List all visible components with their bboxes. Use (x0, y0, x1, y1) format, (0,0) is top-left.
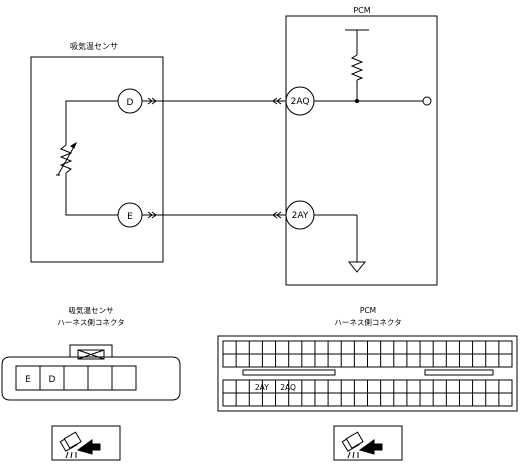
sensor-pin-e-label: E (127, 212, 133, 222)
pcm-connector-cells (223, 341, 512, 406)
sensor-title: 吸気温センサ (70, 41, 118, 51)
pcm-connector-label-2aq: 2AQ (280, 383, 296, 392)
thermistor-symbol (56, 100, 118, 216)
sensor-connector-cell-e: E (25, 375, 31, 385)
sensor-harness-connector (1, 344, 181, 401)
pcm-internal-circuit (314, 29, 432, 273)
connector-view-icon-right (333, 425, 403, 461)
pcm-pin-2aq-label: 2AQ (291, 97, 310, 107)
sensor-connector-subtitle: ハーネス側コネクタ (57, 317, 124, 327)
pcm-connector-labels: 2AY 2AQ (255, 383, 296, 392)
sensor-pin-d-label: D (127, 98, 134, 108)
pcm-connector-subtitle: ハーネス側コネクタ (334, 317, 401, 327)
pcm-title: PCM (353, 6, 370, 15)
harness-wires (142, 97, 286, 219)
junction-dot (355, 99, 359, 103)
sensor-box (30, 56, 164, 263)
pcm-connector-label-2ay: 2AY (255, 383, 269, 392)
pcm-box (285, 15, 438, 286)
pcm-pin-2ay-label: 2AY (292, 211, 309, 221)
pcm-connector-title: PCM (360, 306, 376, 315)
connector-view-icon-left (51, 425, 121, 461)
sensor-connector-cell-d: D (49, 375, 56, 385)
sensor-connector-title: 吸気温センサ (69, 305, 114, 315)
